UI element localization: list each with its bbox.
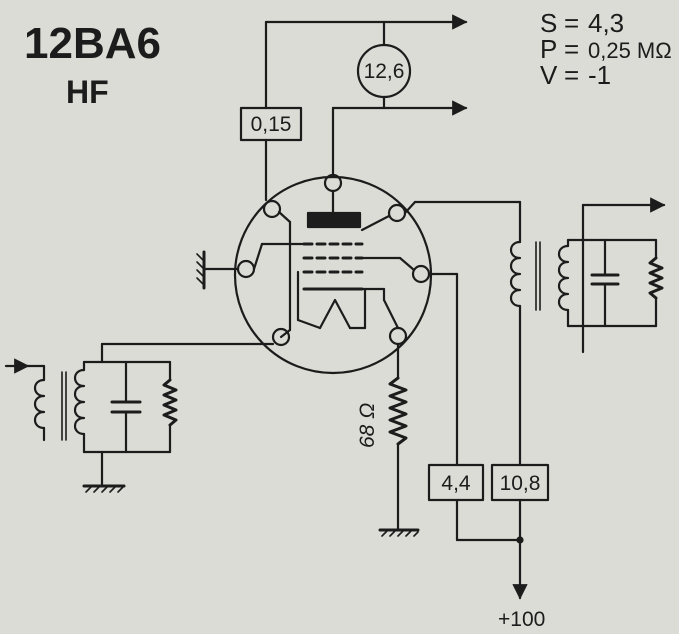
plate-electrode <box>306 211 362 229</box>
param-sep-s: = <box>564 8 579 38</box>
supply-voltage-label: +100 <box>498 608 545 631</box>
parameter-list: S = 4,3 P = 0,25 MΩ V = -1 <box>540 8 672 90</box>
heater-voltage-label: 12,6 <box>364 60 405 83</box>
cathode-resistor-label: 68 Ω <box>356 403 379 448</box>
param-label-p: P <box>540 34 557 64</box>
output-tank-circuit <box>535 197 666 354</box>
screen-voltage-label: 4,4 <box>441 472 471 495</box>
param-value-s: 4,3 <box>588 8 624 38</box>
param-sep-p: = <box>564 34 579 64</box>
heater-wiring <box>264 14 468 202</box>
screen-voltage-box <box>427 463 485 502</box>
plate-current-box <box>490 463 550 502</box>
heater-voltage-meter <box>356 43 412 99</box>
tube-usage: HF <box>66 74 109 110</box>
plate-wiring <box>403 200 528 600</box>
plate-current-label: 10,8 <box>500 472 541 495</box>
cathode-resistor <box>378 342 420 537</box>
param-label-s: S <box>540 8 557 38</box>
left-ground <box>196 250 240 290</box>
param-value-p: 0,25 MΩ <box>588 38 672 63</box>
param-label-v: V <box>540 60 558 90</box>
param-value-v: -1 <box>588 60 611 90</box>
tube-envelope <box>233 173 433 375</box>
screen-current-label: 0,15 <box>251 113 292 136</box>
screen-current-box <box>239 106 303 142</box>
tube-name: 12BA6 <box>24 19 161 68</box>
input-tank-circuit <box>4 342 275 493</box>
param-sep-v: = <box>564 60 579 90</box>
